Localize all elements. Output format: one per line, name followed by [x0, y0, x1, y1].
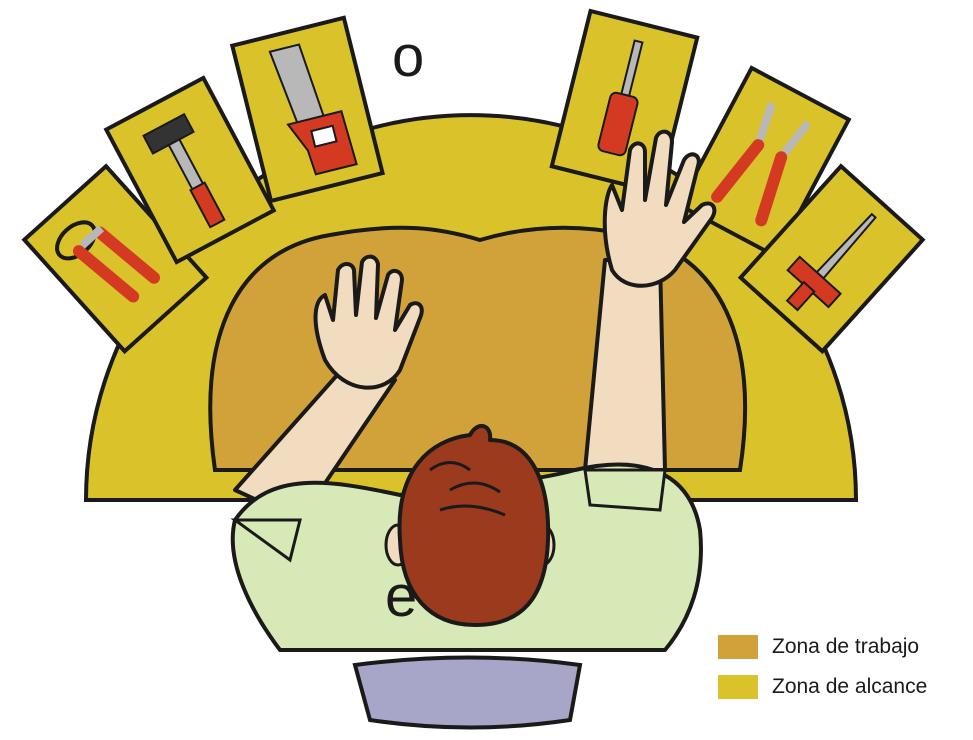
right-sleeve: [585, 470, 665, 510]
chair: [355, 658, 580, 728]
legend-item-reach-zone: Zona de alcance: [718, 674, 973, 700]
legend: Zona de trabajo Zona de alcance: [718, 634, 973, 714]
partial-text-bottom: e: [385, 568, 417, 626]
head-hair: [400, 426, 549, 625]
legend-swatch-reach-zone: [718, 675, 758, 699]
tool-card-screwdriver: [552, 11, 697, 193]
partial-text-top: o: [392, 28, 424, 86]
legend-item-work-zone: Zona de trabajo: [718, 634, 973, 660]
legend-label-work-zone: Zona de trabajo: [772, 635, 919, 659]
legend-label-reach-zone: Zona de alcance: [772, 675, 927, 699]
legend-swatch-work-zone: [718, 635, 758, 659]
